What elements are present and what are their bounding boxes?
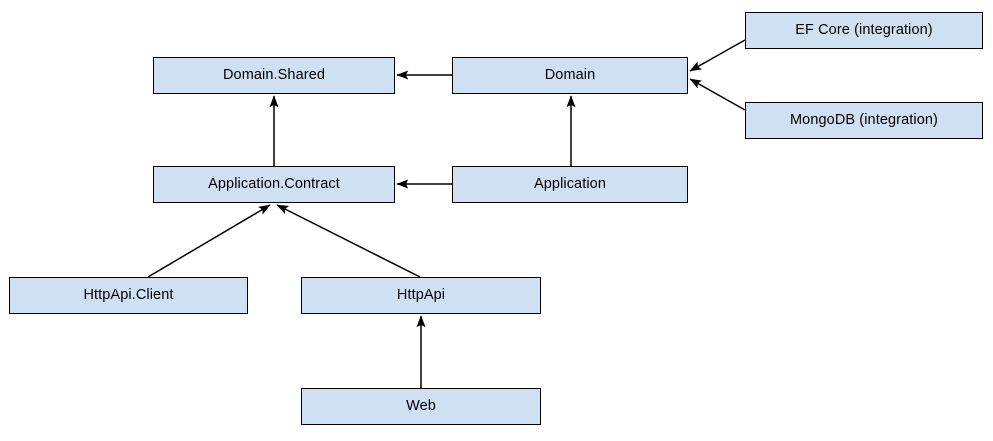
node-application-contract[interactable]: Application.Contract — [153, 166, 395, 203]
node-label-application: Application — [533, 176, 607, 193]
node-label-domain-shared: Domain.Shared — [222, 67, 326, 84]
edge-httpapi-client-to-application-contract — [147, 204, 271, 278]
node-httpapi[interactable]: HttpApi — [301, 277, 541, 314]
node-mongodb-integration[interactable]: MongoDB (integration) — [745, 102, 983, 139]
node-httpapi-client[interactable]: HttpApi.Client — [9, 277, 248, 314]
node-label-application-contract: Application.Contract — [208, 176, 340, 193]
node-label-ef-core-integration: EF Core (integration) — [795, 22, 933, 39]
node-domain[interactable]: Domain — [452, 57, 688, 94]
edge-mongodb-to-domain — [689, 78, 746, 111]
node-label-web: Web — [406, 398, 436, 415]
node-application[interactable]: Application — [452, 166, 688, 203]
node-domain-shared[interactable]: Domain.Shared — [153, 57, 395, 94]
node-label-domain: Domain — [544, 67, 596, 84]
edge-ef-core-to-domain — [689, 39, 746, 72]
node-ef-core-integration[interactable]: EF Core (integration) — [745, 12, 983, 49]
node-label-httpapi: HttpApi — [396, 287, 446, 304]
edge-httpapi-to-application-contract — [276, 204, 421, 278]
node-label-mongodb-integration: MongoDB (integration) — [790, 112, 938, 129]
node-web[interactable]: Web — [301, 388, 541, 425]
node-label-httpapi-client: HttpApi.Client — [83, 287, 174, 304]
